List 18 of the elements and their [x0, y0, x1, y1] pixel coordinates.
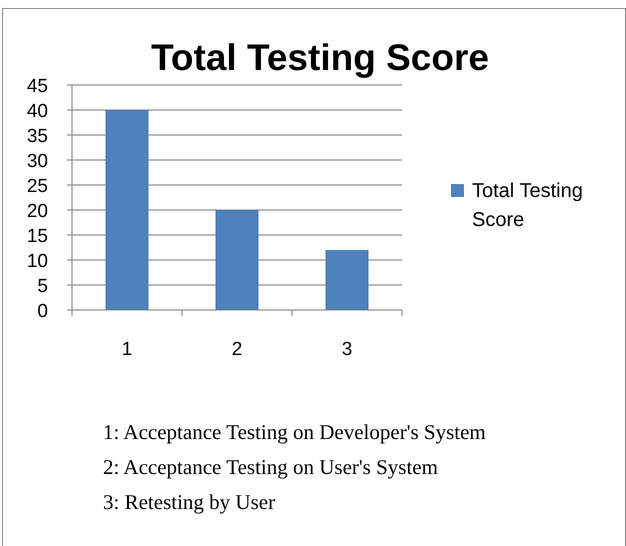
- tick-label: 10: [26, 251, 48, 272]
- tick-label: 45: [26, 76, 48, 97]
- note-text: 2: Acceptance Testing on User's System: [103, 454, 439, 481]
- tick-label: 40: [26, 101, 48, 122]
- note-text: 1: Acceptance Testing on Developer's System: [103, 419, 486, 446]
- legend-label: Total Testing Score: [472, 179, 584, 233]
- tick-label: 25: [26, 176, 48, 197]
- chart-title: Total Testing Score: [150, 36, 490, 80]
- category-label: 3: [342, 339, 352, 360]
- category-label: 1: [122, 339, 132, 360]
- tick-label: 0: [37, 301, 48, 322]
- tick-label: 15: [26, 226, 48, 247]
- tick-label: 35: [26, 126, 48, 147]
- category-label: 2: [232, 339, 242, 360]
- tick-label: 30: [26, 151, 48, 172]
- note-text: 3: Retesting by User: [103, 489, 276, 516]
- tick-label: 5: [37, 276, 48, 297]
- tick-label: 20: [26, 201, 48, 222]
